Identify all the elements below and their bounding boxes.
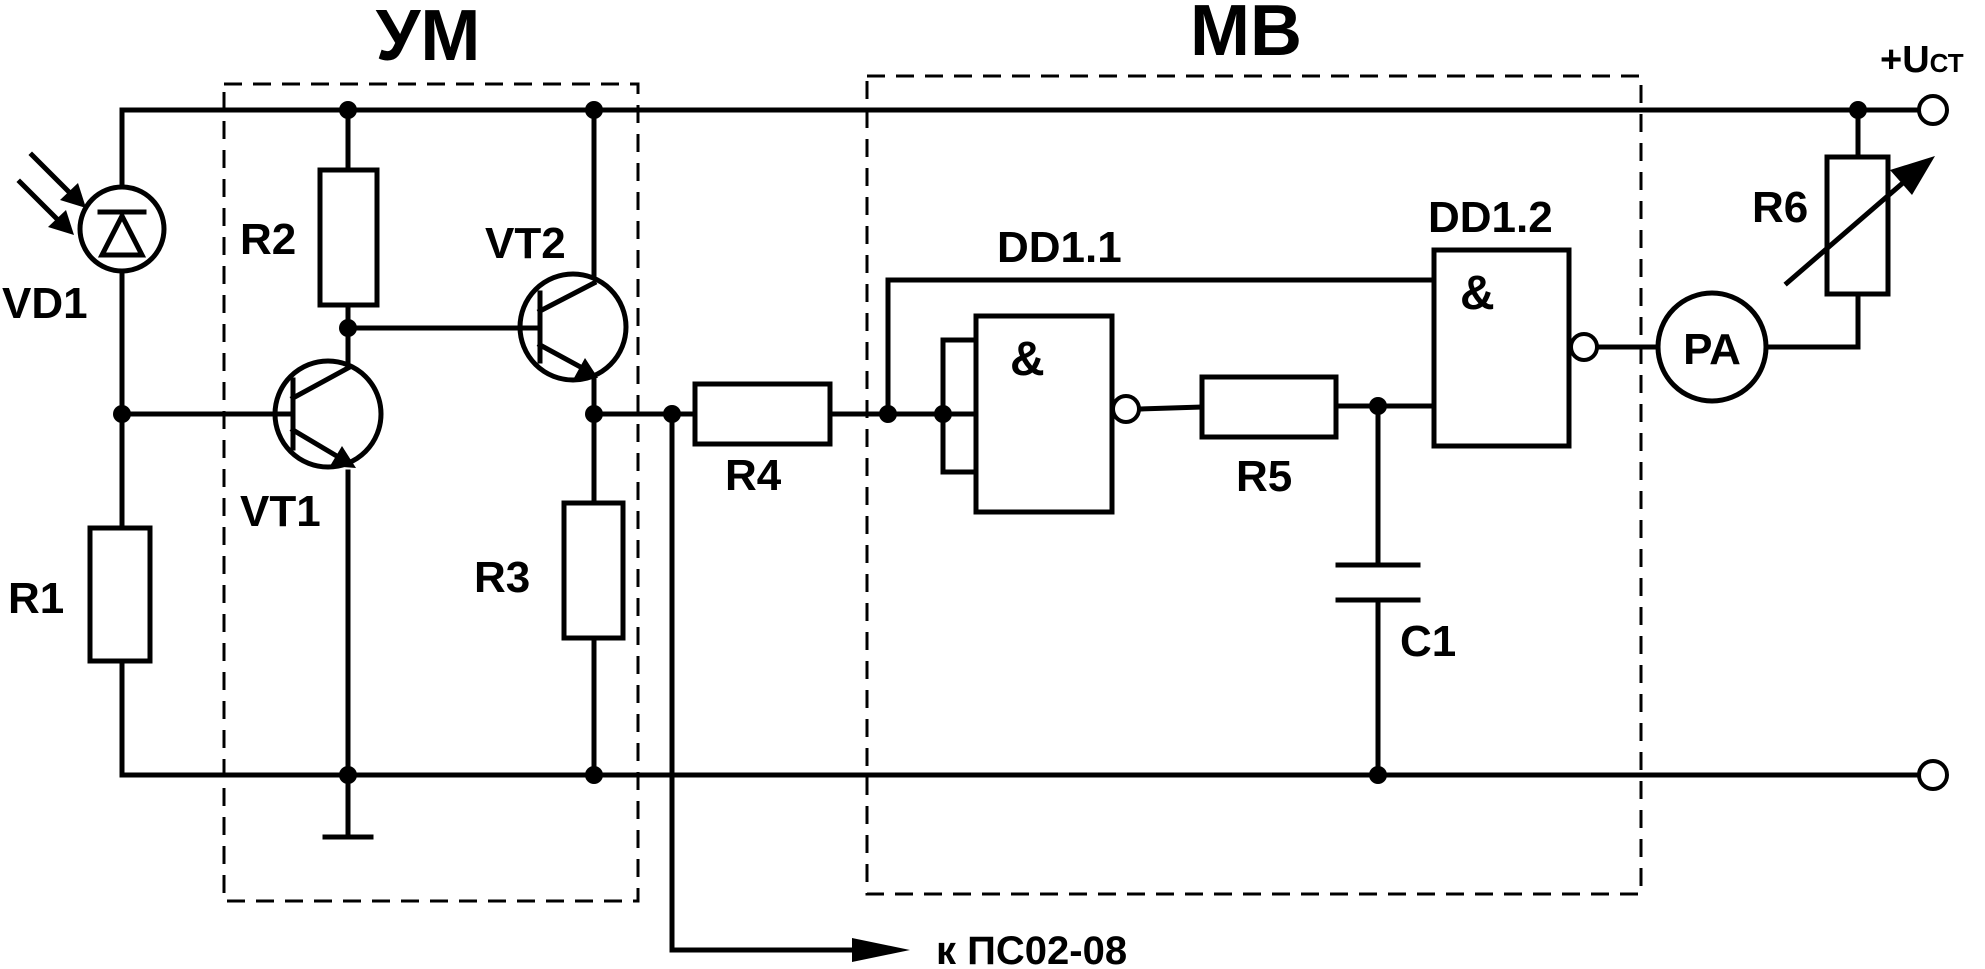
vd1-light-arrowhead-2	[48, 210, 74, 235]
r6-adjust-arrowhead	[1890, 156, 1935, 195]
pa-label: PA	[1683, 325, 1741, 374]
dd11-inverter-bubble	[1111, 394, 1141, 424]
vt1-emitter-lead	[289, 426, 344, 462]
ground-terminal	[1917, 759, 1949, 791]
vd1-light-arrowhead-1	[60, 183, 86, 208]
r1-resistor	[87, 525, 153, 664]
r5-resistor	[1199, 374, 1339, 440]
dd12-and-symbol: &	[1460, 267, 1495, 320]
c1-capacitor-plates	[1335, 562, 1421, 603]
multivibrator-block-title: МВ	[1190, 0, 1302, 71]
r1-label: R1	[8, 574, 64, 623]
dd11-label: DD1.1	[997, 223, 1122, 272]
junction-dot	[339, 101, 357, 119]
r4-label: R4	[725, 451, 782, 500]
ground-stub-wire	[322, 772, 374, 840]
junction-dots	[113, 101, 1867, 784]
vt1-collector-lead	[289, 364, 352, 402]
r4-resistor	[692, 381, 833, 447]
output-tap-wire	[669, 411, 861, 953]
amplifier-block-title: УМ	[376, 0, 481, 76]
amplifier-block-boundary	[222, 82, 640, 903]
r6-resistor	[1824, 154, 1891, 297]
vt2-emitter-arrowhead	[574, 358, 598, 378]
dd11-tied-inputs-wire	[940, 337, 981, 475]
dd12-label: DD1.2	[1428, 193, 1553, 242]
vd1-light-arrow-1	[28, 151, 76, 199]
c1-label: C1	[1400, 617, 1456, 666]
junction-dot	[339, 766, 357, 784]
dd11-gate-body	[973, 313, 1115, 515]
vd1-label: VD1	[2, 279, 88, 328]
supply-voltage-subscript: СТ	[1930, 48, 1964, 78]
r3-resistor	[561, 500, 626, 641]
vt2-transistor-body	[517, 271, 629, 383]
vt2-collector-lead	[536, 279, 598, 315]
vd1-diode-triangle	[97, 210, 147, 258]
multivibrator-block-boundary	[865, 74, 1643, 896]
r2-resistor	[317, 167, 380, 308]
junction-dot	[663, 405, 681, 423]
output-destination-label: к ПС02-08	[936, 929, 1127, 969]
r6-adjust-line	[1783, 171, 1916, 287]
dd11-output-wire	[1137, 404, 1207, 412]
dd11-and-symbol: &	[1010, 333, 1045, 386]
vd1-light-arrow-2	[16, 178, 64, 226]
junction-dot	[934, 405, 952, 423]
vt1-emitter-arrowhead	[330, 446, 356, 468]
junction-dot	[1369, 766, 1387, 784]
junction-dot	[585, 766, 603, 784]
r5-label: R5	[1236, 452, 1292, 501]
junction-dot	[113, 405, 131, 423]
vt2-emitter-lead	[536, 341, 590, 374]
pa-meter-body	[1655, 290, 1769, 404]
feedback-wire	[885, 277, 1438, 417]
supply-voltage-label: +UСТ	[1880, 39, 1964, 81]
supply-terminal	[1917, 94, 1949, 126]
r2-label: R2	[240, 215, 296, 264]
pa-to-r6-wire	[1765, 295, 1861, 350]
dd12-inverter-bubble	[1569, 332, 1599, 362]
junction-dot	[879, 405, 897, 423]
junction-dot	[1369, 397, 1387, 415]
junction-dot	[585, 405, 603, 423]
r3-label: R3	[474, 553, 530, 602]
vt2-label: VT2	[485, 219, 566, 268]
vt1-label: VT1	[240, 487, 321, 536]
dd12-gate-body	[1431, 247, 1572, 449]
output-arrowhead	[852, 938, 910, 962]
r6-label: R6	[1752, 183, 1808, 232]
junction-dot	[339, 319, 357, 337]
supply-voltage-main: +U	[1880, 39, 1930, 81]
junction-dot	[1849, 101, 1867, 119]
junction-dot	[585, 101, 603, 119]
